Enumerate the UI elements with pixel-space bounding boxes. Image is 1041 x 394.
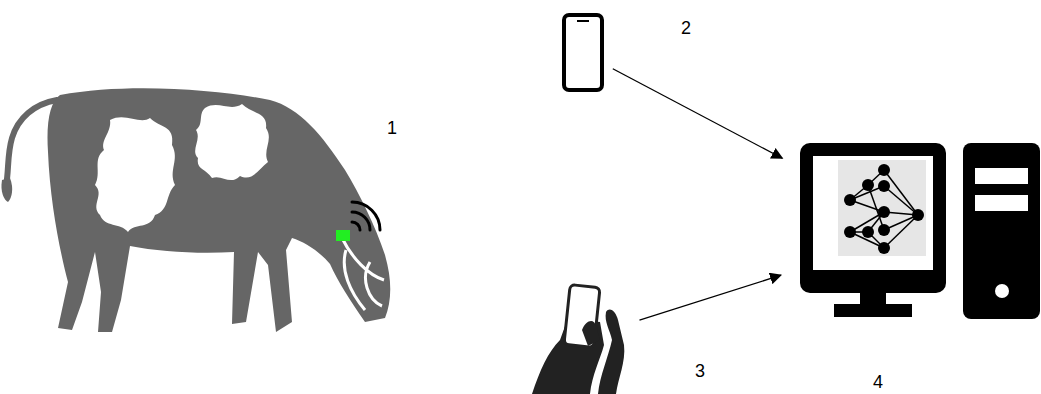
callout-number: 1 (387, 117, 397, 139)
cow-body (48, 88, 391, 332)
computer-icon (800, 143, 1040, 319)
arrow-connector (613, 69, 783, 159)
cow-node: 1 (0, 85, 390, 335)
sensor-tag (336, 230, 350, 241)
hands-phone-icon (532, 285, 624, 394)
cow-patch (195, 104, 269, 180)
callout-number: 4 (873, 371, 883, 393)
smartphone-icon (564, 15, 602, 90)
callout-number: 2 (681, 17, 691, 39)
cow-tail-tuft (1, 178, 12, 202)
cow-illustration (1, 88, 390, 332)
computer-node: 4 (800, 143, 1040, 319)
neural-network-icon (850, 170, 918, 248)
phone-node: 2 (562, 13, 604, 93)
callout-number: 3 (695, 360, 705, 382)
cow-patch (95, 117, 175, 232)
wireless-signal (352, 202, 380, 230)
cow-halter (342, 238, 384, 310)
arrow-connector (640, 275, 781, 320)
hand-phone-node: 3 (530, 284, 630, 394)
